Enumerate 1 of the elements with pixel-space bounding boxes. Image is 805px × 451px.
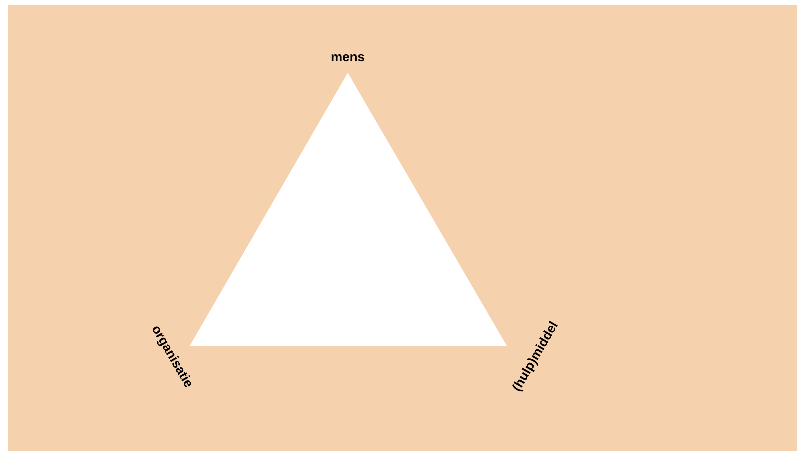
vertex-label: mens bbox=[332, 54, 364, 62]
